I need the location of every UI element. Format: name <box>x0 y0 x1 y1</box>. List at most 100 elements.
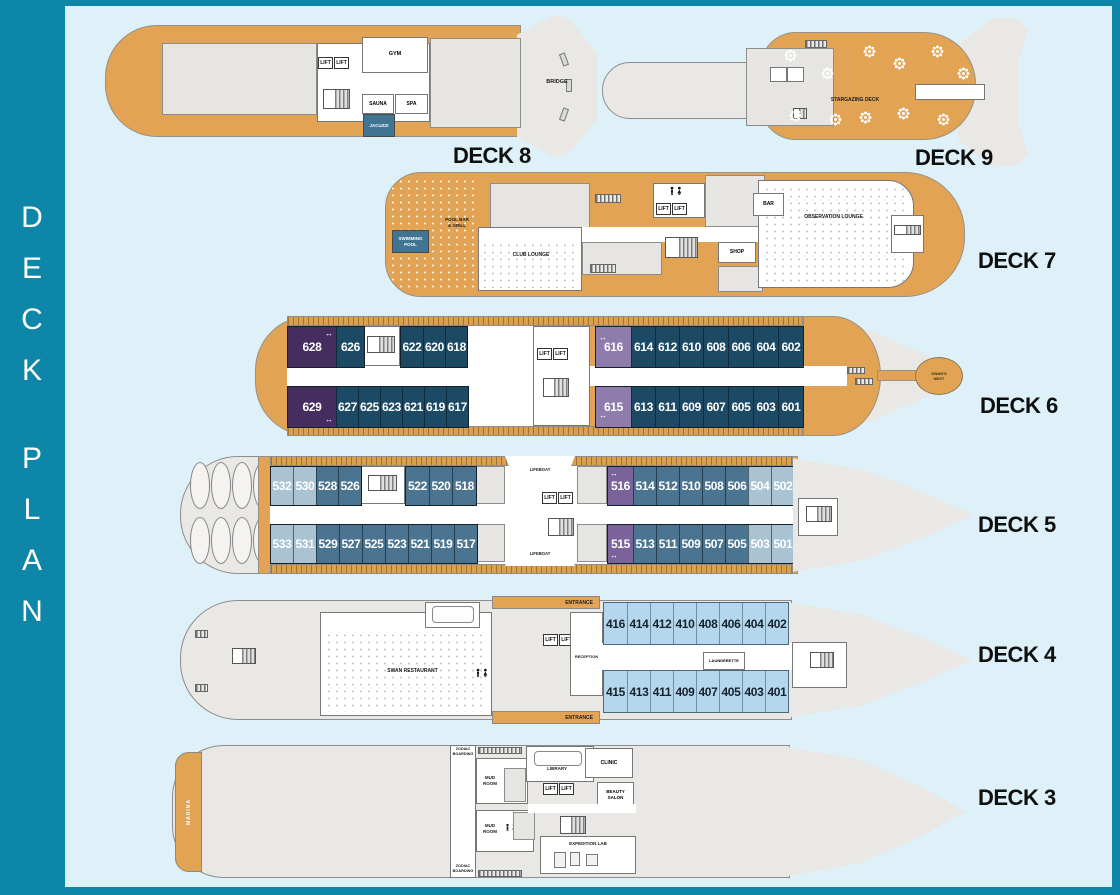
stairs-icon <box>894 225 921 235</box>
cabin-529: 529 <box>316 525 339 563</box>
stargazing-deck-label: STARGAZING DECK <box>830 97 880 103</box>
connecting-door-arrow <box>325 416 333 424</box>
cabin-532: 532 <box>271 467 293 505</box>
gangway-hatch <box>805 40 827 48</box>
seating-cluster-icon <box>783 48 797 62</box>
swan-restaurant-label: SWAN RESTAURANT <box>387 668 438 674</box>
cabin-509: 509 <box>679 525 702 563</box>
cabin-608: 608 <box>703 327 728 367</box>
mud-room-label: MUD ROOM <box>483 775 497 786</box>
seating-cluster-icon <box>858 110 872 124</box>
zodiac-boarding-label: ZODIAC BOARDING <box>452 747 474 756</box>
library-table-icon <box>534 751 582 766</box>
restaurant-tables <box>325 632 487 712</box>
gym-room: GYM <box>362 37 428 73</box>
seating-cluster-icon <box>862 44 876 58</box>
marina-platform: MARINA <box>175 752 202 872</box>
deck-7-label: DECK 7 <box>978 248 1056 273</box>
boarding-corridor <box>450 745 476 878</box>
lift-box: LIFT <box>553 348 568 360</box>
lift-box: LIFT <box>558 492 573 504</box>
lift-box: LIFT <box>559 783 574 795</box>
cabin-520: 520 <box>429 467 452 505</box>
cabin-625: 625 <box>358 387 380 427</box>
cabin-406: 406 <box>719 603 742 644</box>
deck-4-label: DECK 4 <box>978 642 1056 667</box>
cabin-628: 628 <box>288 327 336 367</box>
lift-lobby <box>533 326 590 426</box>
stairs-icon <box>368 475 397 491</box>
deck-9-room <box>770 67 787 82</box>
reception-label: RECEPTION <box>574 654 599 659</box>
zodiac-boat <box>211 517 231 564</box>
gangway-hatch <box>847 367 865 374</box>
stairs-icon <box>806 506 832 522</box>
lab-equipment-icon <box>586 854 598 866</box>
superstructure-block <box>513 812 535 840</box>
sauna-room: SAUNA <box>362 94 394 114</box>
deck-5-label: DECK 5 <box>978 512 1056 537</box>
bar-room: BAR <box>753 193 784 216</box>
superstructure-block <box>577 466 607 504</box>
cabin-530: 530 <box>293 467 316 505</box>
gangway-hatch <box>590 264 616 273</box>
connecting-door-arrow <box>599 412 607 420</box>
page-title-letter: C <box>21 303 43 336</box>
seating-cluster-icon <box>820 66 834 80</box>
balcony-strip <box>287 316 803 326</box>
observation-lounge-label: OBSERVATION LOUNGE <box>804 214 863 220</box>
cabin-615: 615 <box>596 387 631 427</box>
cabin-504: 504 <box>748 467 771 505</box>
zodiac-boarding-label: ZODIAC BOARDING <box>452 864 474 873</box>
stairs-icon <box>232 648 256 664</box>
lift-box: LIFT <box>672 203 687 215</box>
lounge-furniture <box>763 186 909 282</box>
swans-nest: SWAN'S NEST <box>915 357 963 395</box>
restroom-icon <box>476 668 488 678</box>
cabin-610: 610 <box>679 327 703 367</box>
cabin-407: 407 <box>696 671 719 712</box>
cabin-533: 533 <box>271 525 293 563</box>
deck-8-label: DECK 8 <box>453 143 531 168</box>
deck-8-plan: GYM LIFT LIFT SAUNA SPA JACUZZI BRIDGE D… <box>105 15 605 170</box>
cabin-404: 404 <box>742 603 765 644</box>
deck-9-label: DECK 9 <box>915 145 993 170</box>
superstructure-block <box>430 38 521 128</box>
shop-room: SHOP <box>718 242 756 263</box>
gangway-hatch <box>478 870 522 877</box>
cabin-415: 415 <box>604 671 627 712</box>
cabin-411: 411 <box>650 671 673 712</box>
plan-canvas: GYM LIFT LIFT SAUNA SPA JACUZZI BRIDGE D… <box>65 6 1112 887</box>
seating-cluster-icon <box>936 112 950 126</box>
cabin-517: 517 <box>454 525 477 563</box>
cabin-519: 519 <box>431 525 454 563</box>
cabin-409: 409 <box>673 671 696 712</box>
cabin-616: 616 <box>596 327 631 367</box>
deck-6-label: DECK 6 <box>980 393 1058 418</box>
marina-label: MARINA <box>185 799 192 825</box>
cabin-507: 507 <box>702 525 725 563</box>
cabin-502: 502 <box>771 467 794 505</box>
stairs-icon <box>560 816 586 834</box>
corridor <box>600 643 792 670</box>
stairs-icon <box>665 237 698 258</box>
lift-box: LIFT <box>656 203 671 215</box>
gangway-hatch <box>855 378 873 385</box>
superstructure-block <box>490 183 590 228</box>
bridge-structure <box>517 15 597 157</box>
cabin-511: 511 <box>656 525 679 563</box>
cabin-605: 605 <box>728 387 753 427</box>
seating-cluster-icon <box>930 44 944 58</box>
deck-9-skylight <box>915 84 985 100</box>
deck-3-plan: MARINA ZODIAC BOARDING ZODIAC BOARDING M… <box>172 738 1085 888</box>
cabin-510: 510 <box>679 467 702 505</box>
cabin-526: 526 <box>338 467 361 505</box>
cabin-606: 606 <box>728 327 753 367</box>
connecting-door-arrow <box>325 330 333 338</box>
